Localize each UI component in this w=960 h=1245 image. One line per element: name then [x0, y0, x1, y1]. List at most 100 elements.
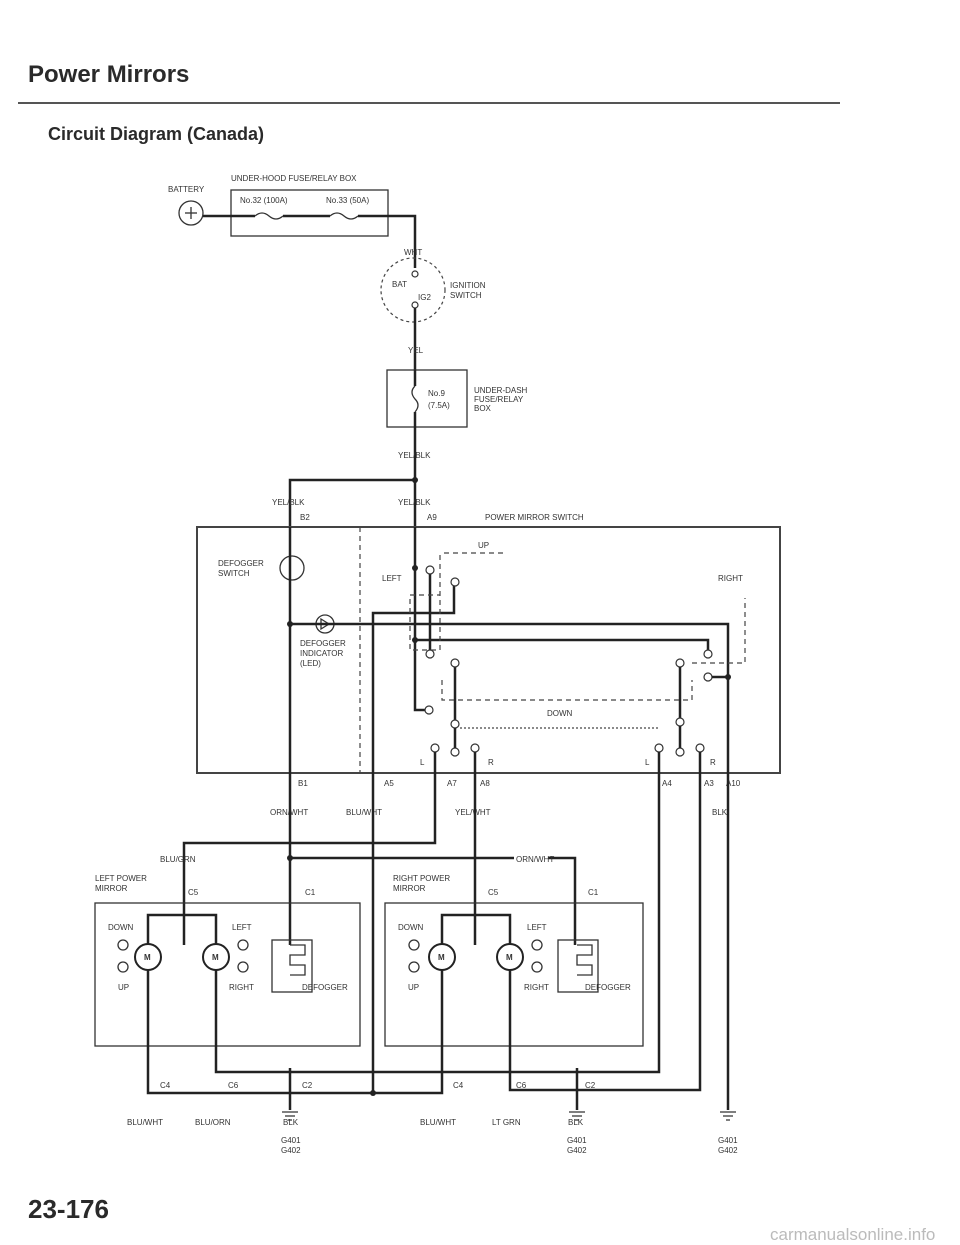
- svg-text:R: R: [710, 758, 716, 767]
- ground-1: G401 G402: [281, 1111, 301, 1155]
- svg-text:C5: C5: [188, 888, 199, 897]
- fuse-icons: [254, 212, 359, 220]
- svg-text:UNDER-DASH: UNDER-DASH: [474, 386, 528, 395]
- svg-text:UNDER-HOOD FUSE/RELAY BOX: UNDER-HOOD FUSE/RELAY BOX: [231, 174, 357, 183]
- watermark: carmanualsonline.info: [770, 1225, 935, 1244]
- pin-label: A9: [427, 513, 437, 522]
- svg-text:DOWN: DOWN: [108, 923, 134, 932]
- pin-label: A7: [447, 779, 457, 788]
- svg-text:DEFOGGER: DEFOGGER: [218, 559, 264, 568]
- switch-title: POWER MIRROR SWITCH: [485, 513, 584, 522]
- svg-text:G402: G402: [718, 1146, 738, 1155]
- svg-text:DEFOGGER: DEFOGGER: [300, 639, 346, 648]
- wire-label-wht: WHT: [404, 248, 422, 257]
- svg-text:R: R: [488, 758, 494, 767]
- wire-label: YEL/BLK: [272, 498, 305, 507]
- wire-label-yel: YEL: [408, 346, 424, 355]
- wire-label: ORN/WHT: [516, 855, 554, 864]
- svg-text:SWITCH: SWITCH: [450, 291, 482, 300]
- svg-text:IG2: IG2: [418, 293, 431, 302]
- svg-text:C1: C1: [588, 888, 599, 897]
- svg-text:No.9: No.9: [428, 389, 445, 398]
- svg-text:MIRROR: MIRROR: [95, 884, 128, 893]
- svg-text:BLK: BLK: [568, 1118, 584, 1127]
- power-mirror-switch: DEFOGGER SWITCH DEFOGGER INDICATOR (LED)…: [196, 526, 781, 774]
- svg-text:UP: UP: [408, 983, 419, 992]
- svg-text:L: L: [420, 758, 425, 767]
- wire-yel-blk: [288, 427, 417, 527]
- svg-text:LEFT POWER: LEFT POWER: [95, 874, 147, 883]
- svg-text:M: M: [212, 953, 219, 962]
- wire-label: YEL/BLK: [398, 498, 431, 507]
- svg-text:UP: UP: [478, 541, 489, 550]
- svg-text:M: M: [506, 953, 513, 962]
- page-number: 23-176: [28, 1194, 109, 1224]
- svg-text:(7.5A): (7.5A): [428, 401, 450, 410]
- svg-text:No.32 (100A): No.32 (100A): [240, 196, 288, 205]
- svg-text:M: M: [144, 953, 151, 962]
- ground-3: G401 G402: [718, 1111, 738, 1155]
- svg-text:INDICATOR: INDICATOR: [300, 649, 343, 658]
- svg-text:IGNITION: IGNITION: [450, 281, 486, 290]
- wire-label: BLU/GRN: [160, 855, 196, 864]
- svg-text:C4: C4: [453, 1081, 464, 1090]
- svg-text:C1: C1: [305, 888, 316, 897]
- svg-text:UP: UP: [118, 983, 129, 992]
- battery: BATTERY: [168, 185, 205, 226]
- svg-text:MIRROR: MIRROR: [393, 884, 426, 893]
- pin-label: A8: [480, 779, 490, 788]
- svg-text:C5: C5: [488, 888, 499, 897]
- svg-text:DEFOGGER: DEFOGGER: [585, 983, 631, 992]
- wire-wht: [203, 214, 417, 268]
- svg-text:BLU/WHT: BLU/WHT: [420, 1118, 456, 1127]
- svg-text:DEFOGGER: DEFOGGER: [302, 983, 348, 992]
- svg-text:C4: C4: [160, 1081, 171, 1090]
- wire-label: BLK: [712, 808, 728, 817]
- svg-text:BLU/WHT: BLU/WHT: [127, 1118, 163, 1127]
- svg-text:DOWN: DOWN: [547, 709, 573, 718]
- svg-text:RIGHT: RIGHT: [229, 983, 254, 992]
- svg-text:G402: G402: [281, 1146, 301, 1155]
- ground-2: G401 G402: [567, 1111, 587, 1155]
- svg-text:M: M: [438, 953, 445, 962]
- pin-label: A4: [662, 779, 672, 788]
- page-title: Power Mirrors: [28, 61, 189, 88]
- ignition-switch: BAT IG2 IGNITION SWITCH: [380, 257, 486, 323]
- wire-label: YEL/WHT: [455, 808, 491, 817]
- pin-label: A3: [704, 779, 714, 788]
- svg-text:BATTERY: BATTERY: [168, 185, 205, 194]
- underdash-fuse-box: No.9 (7.5A) UNDER-DASH FUSE/RELAY BOX: [386, 369, 528, 428]
- svg-text:(LED): (LED): [300, 659, 321, 668]
- svg-text:LEFT: LEFT: [232, 923, 252, 932]
- svg-text:L: L: [645, 758, 650, 767]
- svg-text:BAT: BAT: [392, 280, 407, 289]
- svg-text:G401: G401: [567, 1136, 587, 1145]
- svg-text:LEFT: LEFT: [382, 574, 402, 583]
- svg-text:C6: C6: [516, 1081, 527, 1090]
- svg-text:G401: G401: [718, 1136, 738, 1145]
- svg-text:BOX: BOX: [474, 404, 492, 413]
- right-power-mirror: RIGHT POWER MIRROR C5 C1 M M DOWN UP LEF…: [384, 874, 644, 1127]
- svg-text:C2: C2: [302, 1081, 313, 1090]
- svg-text:DOWN: DOWN: [398, 923, 424, 932]
- svg-text:C2: C2: [585, 1081, 596, 1090]
- svg-text:No.33 (50A): No.33 (50A): [326, 196, 369, 205]
- svg-text:G402: G402: [567, 1146, 587, 1155]
- svg-text:G401: G401: [281, 1136, 301, 1145]
- page-subtitle: Circuit Diagram (Canada): [48, 124, 264, 144]
- pin-label: B1: [298, 779, 308, 788]
- pin-label: A5: [384, 779, 394, 788]
- svg-text:BLK: BLK: [283, 1118, 299, 1127]
- underhood-fuse-box: UNDER-HOOD FUSE/RELAY BOX No.32 (100A) N…: [230, 174, 389, 237]
- wiring-harness: [146, 752, 730, 1110]
- svg-text:SWITCH: SWITCH: [218, 569, 250, 578]
- svg-text:LT GRN: LT GRN: [492, 1118, 521, 1127]
- wire-label-yel-blk: YEL/BLK: [398, 451, 431, 460]
- svg-text:RIGHT: RIGHT: [718, 574, 743, 583]
- pin-label: B2: [300, 513, 310, 522]
- pin-label: A10: [726, 779, 741, 788]
- svg-text:LEFT: LEFT: [527, 923, 547, 932]
- left-power-mirror: LEFT POWER MIRROR C5 C1 M M DOWN UP LEFT…: [94, 874, 361, 1127]
- svg-text:BLU/ORN: BLU/ORN: [195, 1118, 231, 1127]
